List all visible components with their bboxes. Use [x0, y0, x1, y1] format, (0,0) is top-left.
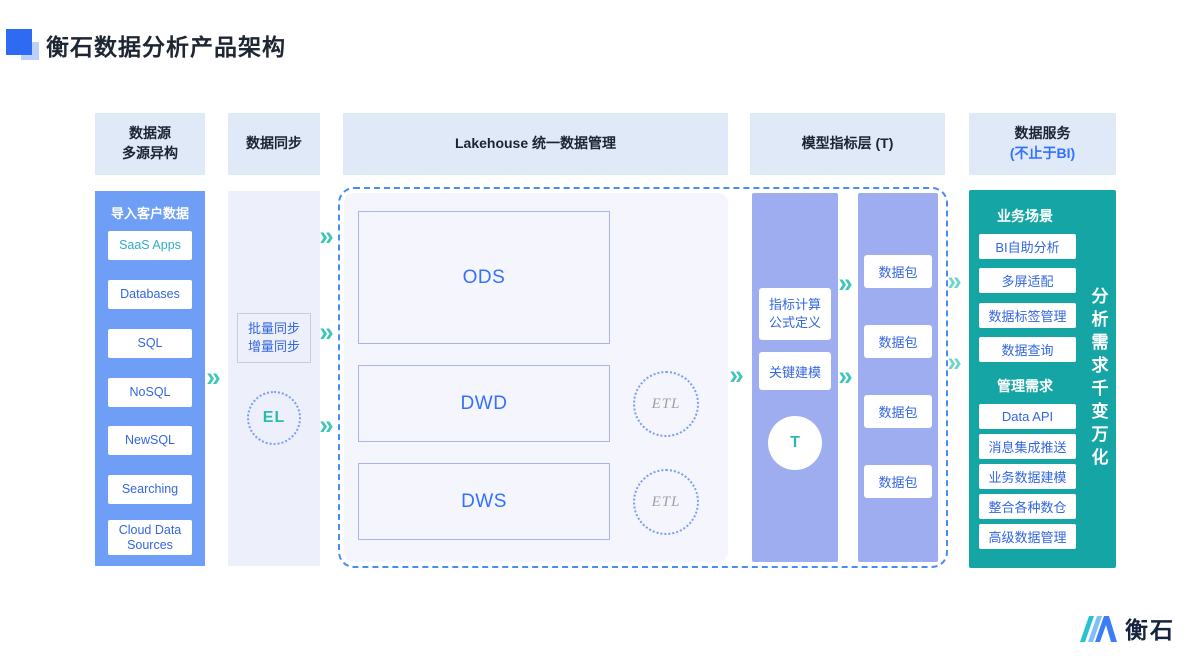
- key-modeling-box: 关键建模: [759, 352, 831, 390]
- model-metric-column: 指标计算 公式定义 关键建模 T: [752, 193, 838, 562]
- t-circle: T: [768, 416, 822, 470]
- service-item-bi: BI自助分析: [979, 234, 1076, 259]
- service-item-dataapi: Data API: [979, 404, 1076, 429]
- lakehouse-panel: ODS DWD DWS ETL ETL: [344, 193, 728, 562]
- metric-calc-box: 指标计算 公式定义: [759, 288, 831, 340]
- service-item-advanced: 高级数据管理: [979, 524, 1076, 549]
- service-item-screen: 多屏适配: [979, 268, 1076, 293]
- hengshi-logo-text: 衡石: [1125, 617, 1175, 643]
- header-data-sync-label: 数据同步: [246, 135, 302, 152]
- etl-circle-dwd: ETL: [633, 371, 699, 437]
- flow-arrow-pkg-to-service-2: »: [947, 347, 962, 377]
- layer-box-dwd: DWD: [358, 365, 610, 442]
- source-item-sql: SQL: [108, 329, 192, 358]
- package-box-1: 数据包: [864, 255, 932, 288]
- hengshi-logo: 衡石: [1078, 611, 1175, 645]
- service-item-query: 数据查询: [979, 337, 1076, 362]
- data-source-column: 导入客户数据 SaaS Apps Databases SQL NoSQL New…: [95, 191, 205, 566]
- package-box-3: 数据包: [864, 395, 932, 428]
- flow-arrow-model-to-pkg-1: »: [838, 268, 853, 298]
- etl-circle-dws: ETL: [633, 469, 699, 535]
- data-sync-column: 批量同步 增量同步 EL: [228, 191, 320, 566]
- header-model-layer-label: 模型指标层 (T): [801, 135, 894, 152]
- source-item-cloud: Cloud Data Sources: [108, 520, 192, 555]
- import-customer-data-label: 导入客户数据: [110, 206, 189, 221]
- header-data-source-line1: 数据源: [129, 125, 171, 142]
- header-data-source-line2: 多源异构: [122, 145, 178, 161]
- source-item-searching: Searching: [108, 475, 192, 504]
- flow-arrow-sync-to-lake-2: »: [319, 317, 334, 347]
- header-data-service-line2: (不止于BI): [1009, 145, 1076, 161]
- flow-arrow-source-to-sync: »: [206, 362, 221, 392]
- incremental-sync-label: 增量同步: [247, 339, 300, 354]
- source-item-newsql: NewSQL: [108, 426, 192, 455]
- header-data-sync: 数据同步: [228, 113, 320, 175]
- service-item-tags: 数据标签管理: [979, 303, 1076, 328]
- title-decoration-blue-square: [6, 29, 32, 55]
- header-data-service: 数据服务 (不止于BI): [969, 113, 1116, 175]
- data-package-column: 数据包 数据包 数据包 数据包: [858, 193, 938, 562]
- header-lakehouse-label: Lakehouse 统一数据管理: [454, 135, 617, 152]
- layer-box-dws: DWS: [358, 463, 610, 540]
- flow-arrow-sync-to-lake-1: »: [319, 221, 334, 251]
- metric-calc-line2: 公式定义: [768, 315, 821, 330]
- header-data-source: 数据源 多源异构: [95, 113, 205, 175]
- business-scene-label: 业务场景: [997, 208, 1053, 224]
- package-box-2: 数据包: [864, 325, 932, 358]
- layer-box-ods: ODS: [358, 211, 610, 344]
- el-circle: EL: [247, 391, 301, 445]
- manage-need-label: 管理需求: [997, 378, 1053, 394]
- data-service-column: 业务场景 BI自助分析 多屏适配 数据标签管理 数据查询 管理需求 Data A…: [969, 190, 1116, 568]
- metric-calc-line1: 指标计算: [768, 297, 821, 313]
- flow-arrow-sync-to-lake-3: »: [319, 410, 334, 440]
- service-item-warehouse: 整合各种数仓: [979, 494, 1076, 519]
- sync-mode-box: 批量同步 增量同步: [237, 313, 311, 363]
- flow-arrow-model-to-pkg-2: »: [838, 361, 853, 391]
- lakehouse-model-dashed-border: [338, 187, 948, 568]
- header-lakehouse: Lakehouse 统一数据管理: [343, 113, 728, 175]
- service-item-bizmodel: 业务数据建模: [979, 464, 1076, 489]
- flow-arrow-lake-to-model: »: [729, 360, 744, 390]
- hengshi-logo-icon: [1080, 616, 1117, 642]
- header-model-layer: 模型指标层 (T): [750, 113, 945, 175]
- package-box-4: 数据包: [864, 465, 932, 498]
- service-item-message: 消息集成推送: [979, 434, 1076, 459]
- batch-sync-label: 批量同步: [247, 321, 300, 337]
- header-data-service-line1: 数据服务: [1014, 125, 1071, 142]
- flow-arrow-pkg-to-service-1: »: [947, 266, 962, 296]
- analysis-demand-vertical-text: 分析需求千变万化: [1088, 287, 1108, 471]
- source-item-databases: Databases: [108, 280, 192, 309]
- source-item-saas: SaaS Apps: [108, 231, 192, 260]
- source-item-nosql: NoSQL: [108, 378, 192, 407]
- page-title: 衡石数据分析产品架构: [46, 34, 286, 60]
